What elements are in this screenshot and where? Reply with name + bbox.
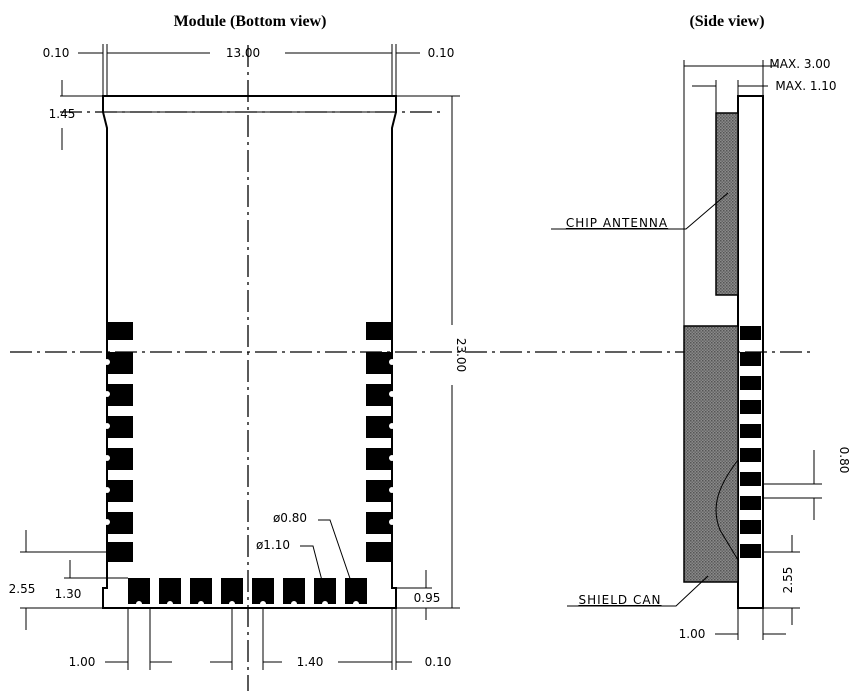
dim-pad-diameter: ø1.10	[256, 538, 290, 552]
dim-top-right-offset: 0.10	[428, 46, 455, 60]
dim-pad-left-edge: 1.00	[69, 655, 96, 669]
chip-antenna-shape	[715, 112, 739, 296]
bottom-view: 13.00 0.10 0.10 1.45 23.00 2.55 1.30 0.9…	[9, 44, 810, 691]
dim-height: 23.00	[454, 338, 468, 372]
dim-bottom-right-offset: 0.95	[414, 591, 441, 605]
dim-side-pitch: 2.55	[781, 567, 795, 594]
bottom-pad-row	[128, 578, 367, 607]
dim-hole-diameter: ø0.80	[273, 511, 307, 525]
dim-pad-pitch: 1.40	[297, 655, 324, 669]
dim-max-pcb: MAX. 1.10	[775, 79, 836, 93]
shield-can-shape	[683, 325, 739, 583]
dim-bottom-right-edge: 0.10	[425, 655, 452, 669]
dim-width: 13.00	[226, 46, 260, 60]
dim-antenna-gap: 1.45	[49, 107, 76, 121]
side-view-title: (Side view)	[689, 13, 764, 30]
dim-max-height: MAX. 3.00	[769, 57, 830, 71]
dim-top-left-offset: 0.10	[43, 46, 70, 60]
dim-pitch-side: 2.55	[9, 582, 36, 596]
dim-pad-row-offset: 1.30	[55, 587, 82, 601]
bottom-view-title: Module (Bottom view)	[174, 13, 327, 30]
side-view: MAX. 3.00 MAX. 1.10 CHIP ANTENNA 0.80 2.…	[551, 57, 851, 641]
right-pad-column	[366, 322, 395, 562]
shield-can-label: SHIELD CAN	[578, 593, 661, 607]
left-pad-column	[104, 322, 133, 562]
dim-side-bottom: 1.00	[679, 627, 706, 641]
chip-antenna-label: CHIP ANTENNA	[566, 216, 668, 230]
dim-side-pad-height: 0.80	[837, 447, 851, 474]
